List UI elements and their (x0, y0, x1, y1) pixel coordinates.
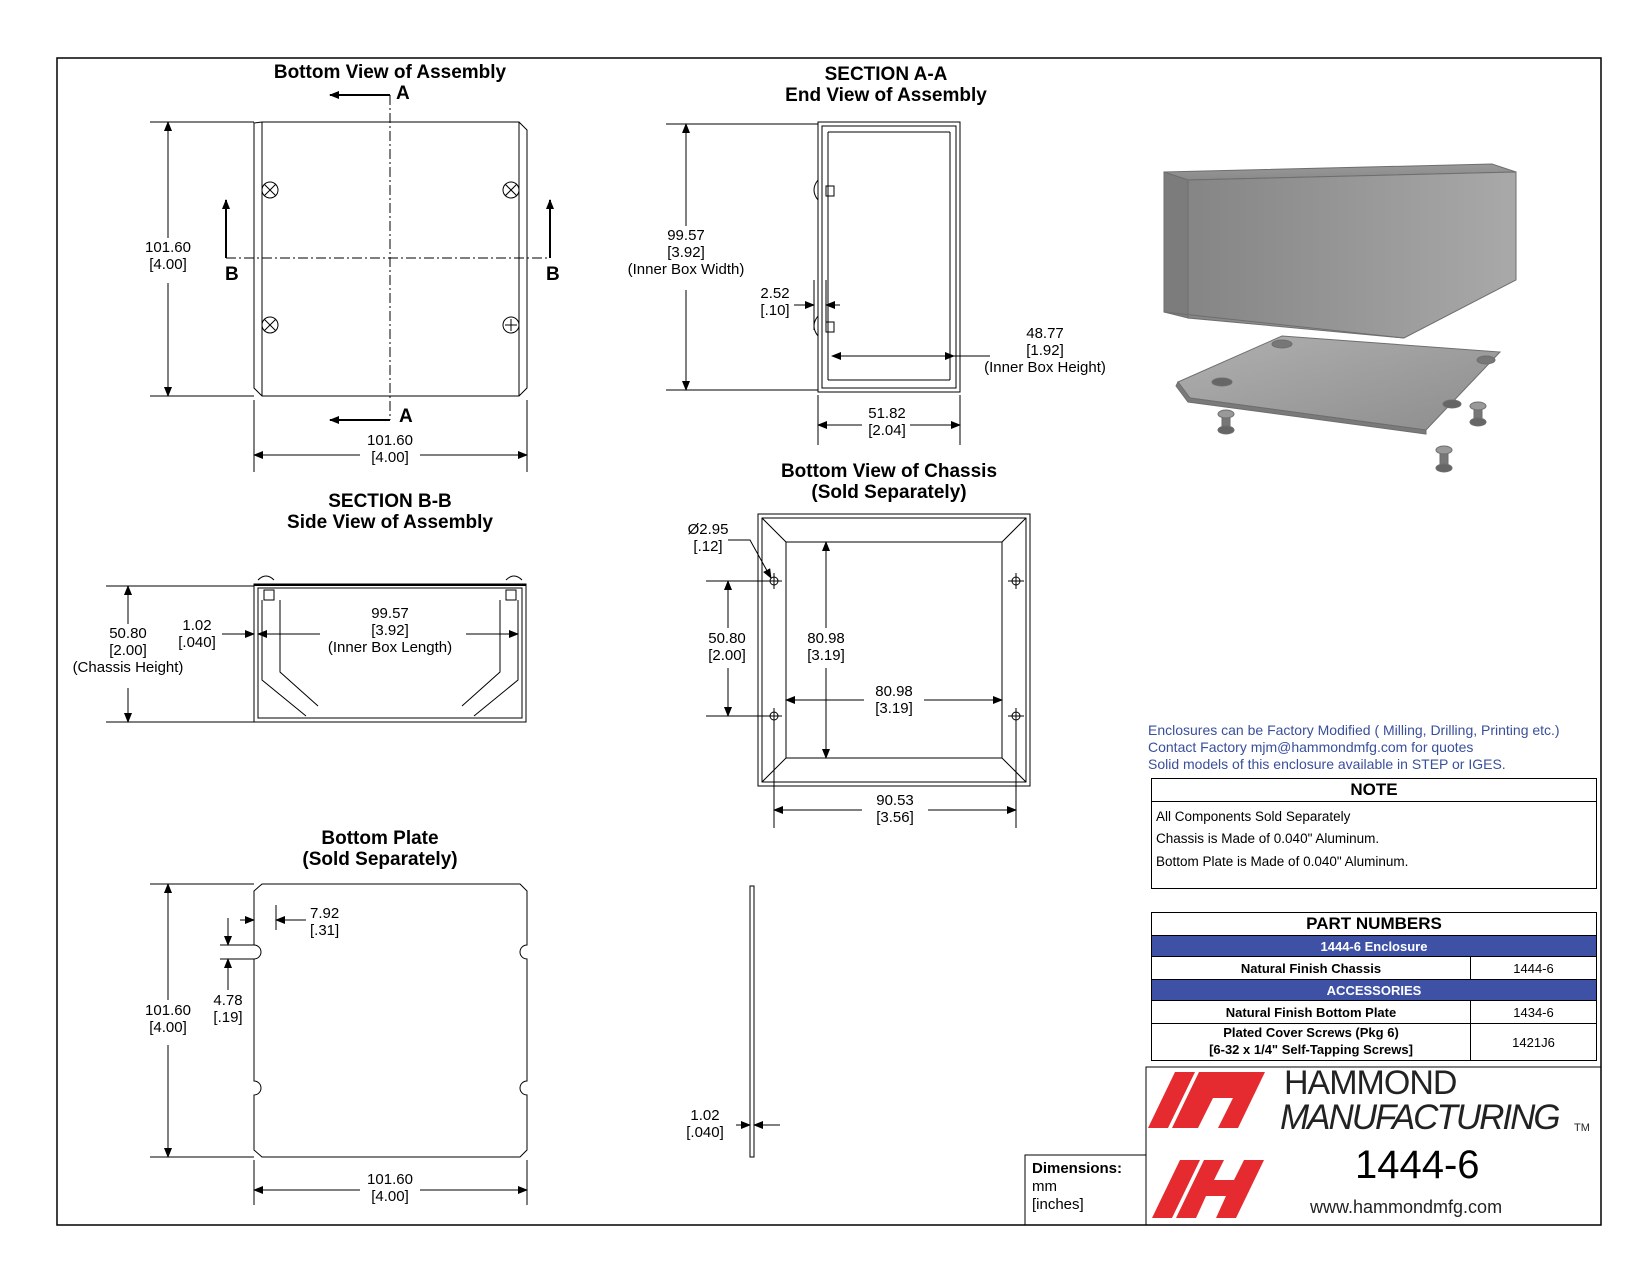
dim-chassis-hole-spacing-h: 90.53[3.56] (876, 792, 914, 826)
section-aa-drawing (666, 121, 990, 445)
enclosure-front (1163, 171, 1189, 319)
chassis-hole-4 (1008, 708, 1024, 724)
title-block-frame (1145, 1066, 1602, 1226)
section-marker-b-left: B (225, 264, 239, 285)
dim-aa-outer-width: 51.82[2.04] (868, 405, 906, 439)
dim-plate-width: 101.60[4.00] (367, 1171, 413, 1205)
section-marker-b-right: B (546, 264, 560, 285)
screw-bottom-right (502, 316, 520, 334)
screw-top-left (261, 181, 279, 199)
screw-top-right (502, 181, 520, 199)
note-body: All Components Sold Separately Chassis i… (1151, 801, 1597, 889)
part-row-screws-number: 1421J6 (1470, 1023, 1597, 1061)
screw-3d-1 (1217, 409, 1235, 435)
part-numbers-table: PART NUMBERS 1444-6 Enclosure Natural Fi… (1151, 912, 1597, 1061)
bottom-view-chassis-drawing (706, 513, 1031, 828)
dim-bva-height: 101.60[4.00] (145, 239, 191, 273)
dim-plate-notch-width: 4.78[.19] (213, 992, 243, 1026)
part-row-plate-name: Natural Finish Bottom Plate (1151, 1000, 1471, 1024)
part-row-screws-name: Plated Cover Screws (Pkg 6) [6-32 x 1/4"… (1151, 1023, 1471, 1061)
dim-chassis-inner-v: 80.98[3.19] (807, 630, 845, 664)
part-row-chassis-number: 1444-6 (1470, 956, 1597, 980)
enclosure-3d-render (1163, 163, 1517, 473)
dimensions-unit-mm: mm (1032, 1178, 1057, 1195)
dim-chassis-hole-spacing-v: 50.80[2.00] (708, 630, 746, 664)
part-number-title: 1444-6 (1355, 1143, 1480, 1187)
dim-aa-inner-width: 99.57[3.92](Inner Box Width) (627, 227, 745, 278)
website: www.hammondmfg.com (1310, 1197, 1503, 1217)
bottom-plate-side-view (736, 885, 780, 1158)
dimensions-label: Dimensions: (1032, 1160, 1123, 1177)
screw-bottom-left (261, 316, 279, 334)
screw-3d-3 (1435, 445, 1453, 473)
note-line-2: Chassis is Made of 0.040" Aluminum. (1156, 831, 1380, 847)
brand-line-1: HAMMOND (1284, 1064, 1457, 1102)
hammond-logo (1148, 1072, 1265, 1218)
bottom-plate-title: Bottom Plate(Sold Separately) (302, 828, 458, 871)
part-numbers-header: PART NUMBERS (1151, 912, 1597, 936)
dim-plate-notch: 7.92[.31] (310, 905, 340, 939)
trademark: TM (1574, 1122, 1590, 1134)
section-marker-a-top: A (396, 83, 410, 104)
sheet-border (56, 57, 1602, 1226)
note-line-3: Bottom Plate is Made of 0.040" Aluminum. (1156, 853, 1409, 869)
dim-bb-inner-length: 99.57[3.92](Inner Box Length) (327, 605, 453, 656)
brand-line-2: MANUFACTURING (1280, 1098, 1561, 1137)
note-line-1: All Components Sold Separately (1156, 809, 1351, 824)
dim-chassis-hole: Ø2.95[.12] (687, 521, 729, 555)
bottom-view-assembly-drawing (150, 91, 554, 472)
dim-plate-height: 101.60[4.00] (145, 1002, 191, 1036)
dim-aa-wall: 2.52[.10] (760, 285, 790, 319)
note-table: NOTE All Components Sold Separately Chas… (1151, 778, 1597, 889)
chassis-hole-2 (1008, 573, 1024, 589)
factory-info-text: Enclosures can be Factory Modified ( Mil… (1148, 722, 1560, 772)
section-marker-a-bottom: A (399, 406, 413, 427)
bottom-view-assembly-title: Bottom View of Assembly (273, 62, 507, 83)
note-header: NOTE (1151, 778, 1597, 802)
dimensions-box: Dimensions: mm [inches] (1032, 1160, 1122, 1214)
part-row-plate-number: 1434-6 (1470, 1000, 1597, 1024)
part-row-chassis-name: Natural Finish Chassis (1151, 956, 1471, 980)
dim-chassis-inner-h: 80.98[3.19] (875, 683, 913, 717)
bottom-view-chassis-title: Bottom View of Chassis(Sold Separately) (780, 461, 998, 504)
bottom-plate-drawing (150, 883, 528, 1205)
dim-bva-width: 101.60[4.00] (367, 432, 413, 466)
dim-aa-inner-height: 48.77[1.92](Inner Box Height) (984, 325, 1106, 376)
part-group-accessories: ACCESSORIES (1151, 979, 1597, 1001)
dim-bb-chassis-height: 50.80[2.00](Chassis Height) (72, 625, 184, 676)
screw-3d-2 (1469, 401, 1487, 427)
dimensions-unit-inches: [inches] (1032, 1196, 1084, 1213)
section-bb-drawing (106, 575, 527, 723)
dim-plate-thickness: 1.02[.040] (686, 1107, 724, 1141)
enclosure-long-side (1187, 171, 1517, 339)
part-group-enclosure: 1444-6 Enclosure (1151, 935, 1597, 957)
dim-bb-thickness: 1.02[.040] (178, 617, 216, 651)
